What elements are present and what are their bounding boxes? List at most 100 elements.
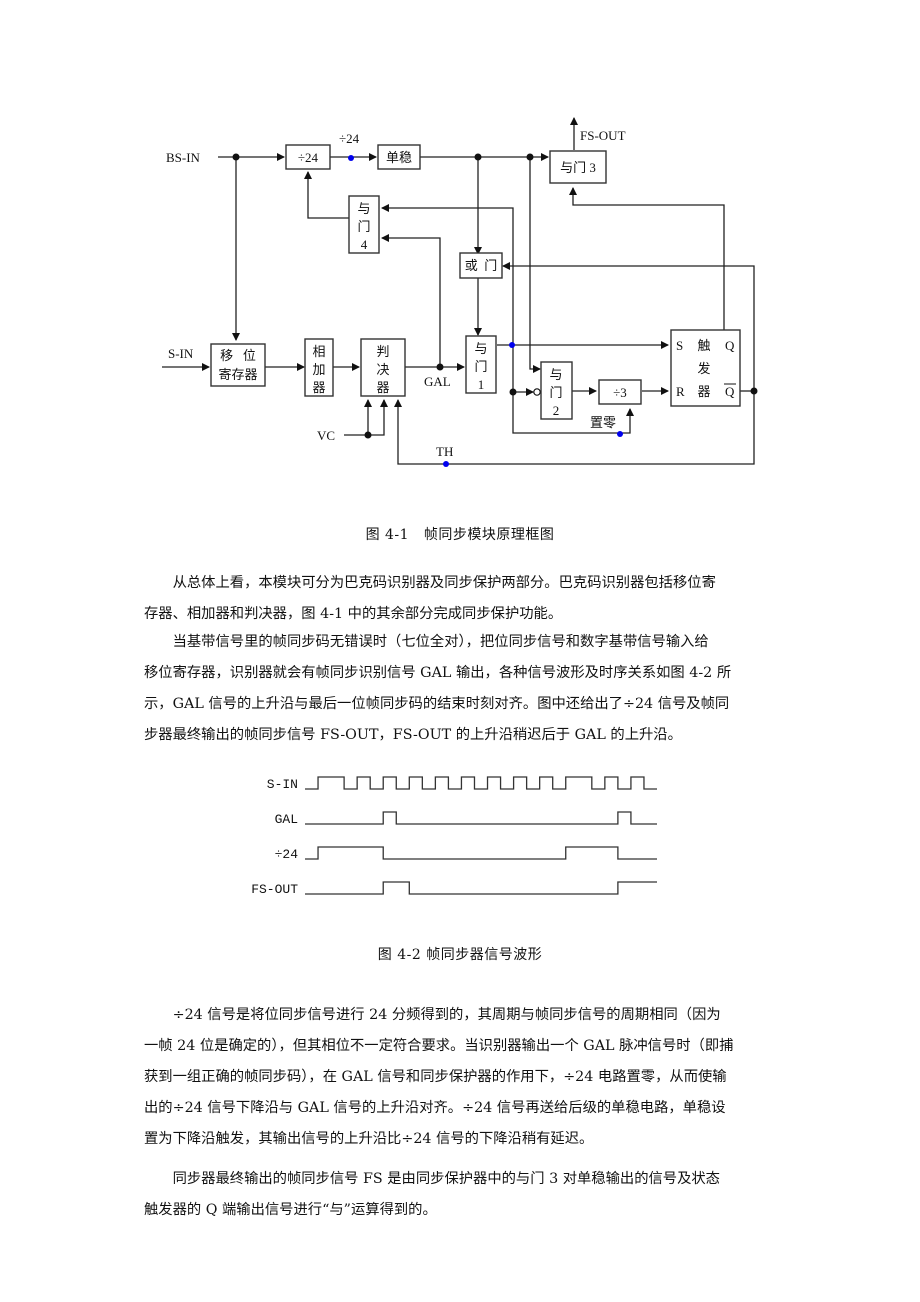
flipflop-qbar: Q	[725, 384, 735, 399]
block-and2-label-2: 门	[549, 385, 562, 400]
block-decider-label-2: 决	[376, 362, 389, 377]
label-div24-wire: ÷24	[339, 131, 360, 146]
block-or-label: 或 门	[465, 258, 498, 273]
junction-dot-blue	[443, 461, 449, 467]
wire-mono-to-and2	[529, 157, 541, 373]
block-adder-label-1: 相	[312, 344, 325, 359]
paragraph-line: 移位寄存器，识别器就会有帧同步识别信号 GAL 输出，各种信号波形及时序关系如图…	[144, 665, 732, 681]
paragraph-line: ÷24 信号是将位同步信号进行 24 分频得到的，其周期与帧同步信号的周期相同（…	[172, 1007, 721, 1023]
label-zero: 置零	[590, 415, 616, 430]
block-and3-label: 与门 3	[560, 160, 596, 175]
junction-dot	[526, 153, 534, 161]
block-diagram: BS-IN ÷24 FS-OUT S-IN GAL VC TH 置零 ÷24 单…	[162, 117, 758, 467]
block-and1	[465, 335, 497, 394]
junction-dot-blue	[617, 431, 623, 437]
block-adder-label-3: 器	[312, 380, 325, 395]
waveform-trace	[305, 811, 657, 825]
block-and1-label-3: 1	[478, 377, 485, 392]
flipflop-r: R	[676, 384, 685, 399]
paragraph-line: 出的÷24 信号下降沿与 GAL 信号的上升沿对齐。÷24 信号再送给后级的单稳…	[144, 1100, 726, 1116]
wire-vc-2	[368, 399, 388, 436]
block-and2-label-1: 与	[549, 367, 562, 382]
block-and2-label-3: 2	[553, 403, 560, 418]
block-div24-label: ÷24	[298, 150, 319, 165]
wire-and1-to-and4	[381, 204, 514, 345]
label-vc: VC	[317, 428, 335, 443]
block-shift-label-2: 寄存器	[218, 367, 257, 382]
junction-dot	[474, 153, 482, 161]
flipflop-name-2: 发	[697, 361, 710, 376]
waveform-trace	[305, 881, 657, 895]
block-adder	[304, 338, 334, 397]
block-or	[459, 252, 503, 279]
block-and3	[549, 150, 607, 184]
flipflop-name-3: 器	[697, 384, 710, 399]
figure2-caption: 图 4-2 帧同步器信号波形	[0, 944, 920, 964]
wire-th	[394, 391, 755, 465]
paragraph-4: 同步器最终输出的帧同步信号 FS 是由同步保护器中的与门 3 对单稳输出的信号及…	[144, 1164, 800, 1226]
block-shift-register	[210, 343, 266, 387]
junction-dot	[750, 387, 758, 395]
paragraph-3: ÷24 信号是将位同步信号进行 24 分频得到的，其周期与帧同步信号的周期相同（…	[144, 1000, 800, 1155]
paragraph-2: 当基带信号里的帧同步码无错误时（七位全对），把位同步信号和数字基带信号输入给 移…	[144, 627, 800, 751]
junction-dot-blue	[348, 155, 354, 161]
paragraph-line: 当基带信号里的帧同步码无错误时（七位全对），把位同步信号和数字基带信号输入给	[172, 634, 709, 650]
wire-qbar-to-or	[502, 262, 755, 391]
block-monostable	[377, 144, 421, 170]
label-s-in: S-IN	[168, 346, 194, 361]
block-div3	[598, 379, 642, 405]
block-flipflop	[670, 329, 741, 407]
junction-dot	[436, 363, 444, 371]
waveform-trace	[305, 776, 657, 790]
waveform-trace	[305, 846, 657, 860]
junction-dot	[232, 153, 240, 161]
figure1-caption-text: 图 4-1 帧同步模块原理框图	[365, 527, 555, 543]
label-bs-in: BS-IN	[166, 150, 201, 165]
inverter-bubble	[533, 388, 541, 396]
block-shift-label-1: 移 位	[220, 348, 256, 363]
paragraph-1: 从总体上看，本模块可分为巴克码识别器及同步保护两部分。巴克码识别器包括移位寄 存…	[144, 568, 800, 630]
wire-gal-to-and4	[381, 234, 441, 365]
paragraph-line: 从总体上看，本模块可分为巴克码识别器及同步保护两部分。巴克码识别器包括移位寄	[172, 575, 716, 591]
label-th: TH	[436, 444, 453, 459]
block-and1-label-1: 与	[474, 341, 487, 356]
wire-q-to-and3	[569, 187, 725, 330]
paragraph-line: 示，GAL 信号的上升沿与最后一位帧同步码的结束时刻对齐。图中还给出了÷24 信…	[144, 696, 730, 712]
block-and4	[348, 195, 380, 254]
block-decider	[360, 338, 406, 397]
label-gal: GAL	[424, 374, 451, 389]
paragraph-line: 一帧 24 位是确定的），但其相位不一定符合要求。当识别器输出一个 GAL 脉冲…	[144, 1038, 734, 1054]
block-and4-label-2: 门	[357, 219, 370, 234]
waveform-label: ÷24	[275, 847, 299, 862]
block-and2	[540, 361, 573, 420]
figure1-caption: 图 4-1 帧同步模块原理框图	[0, 524, 920, 544]
block-and1-label-2: 门	[474, 359, 487, 374]
block-div3-label: ÷3	[613, 385, 627, 400]
junction-dot	[509, 388, 517, 396]
paragraph-line: 同步器最终输出的帧同步信号 FS 是由同步保护器中的与门 3 对单稳输出的信号及…	[172, 1171, 720, 1187]
block-adder-label-2: 加	[312, 362, 325, 377]
block-decider-label-1: 判	[376, 344, 389, 359]
block-decider-label-3: 器	[376, 380, 389, 395]
paragraph-line: 存器、相加器和判决器，图 4-1 中的其余部分完成同步保护功能。	[144, 606, 563, 622]
block-and4-label-1: 与	[357, 201, 370, 216]
block-and4-label-3: 4	[361, 237, 368, 252]
block-monostable-label: 单稳	[386, 150, 412, 165]
waveform-label: S-IN	[267, 777, 298, 792]
flipflop-s: S	[676, 338, 683, 353]
paragraph-line: 获到一组正确的帧同步码），在 GAL 信号和同步保护器的作用下，÷24 电路置零…	[144, 1069, 727, 1085]
block-div24	[285, 144, 331, 170]
waveform-label: GAL	[275, 812, 298, 827]
waveform-label: FS-OUT	[251, 882, 298, 897]
flipflop-name-1: 触	[697, 338, 710, 353]
junction-dot	[364, 431, 372, 439]
junction-dot-blue	[509, 342, 515, 348]
paragraph-line: 步器最终输出的帧同步信号 FS-OUT，FS-OUT 的上升沿稍迟后于 GAL …	[144, 727, 682, 743]
flipflop-q: Q	[725, 338, 735, 353]
paragraph-line: 触发器的 Q 端输出信号进行“与”运算得到的。	[144, 1202, 437, 1218]
wire-and4-to-div24	[304, 171, 350, 219]
paragraph-line: 置为下降沿触发，其输出信号的上升沿比÷24 信号的下降沿稍有延迟。	[144, 1131, 594, 1147]
figure2-caption-text: 图 4-2 帧同步器信号波形	[377, 947, 543, 963]
